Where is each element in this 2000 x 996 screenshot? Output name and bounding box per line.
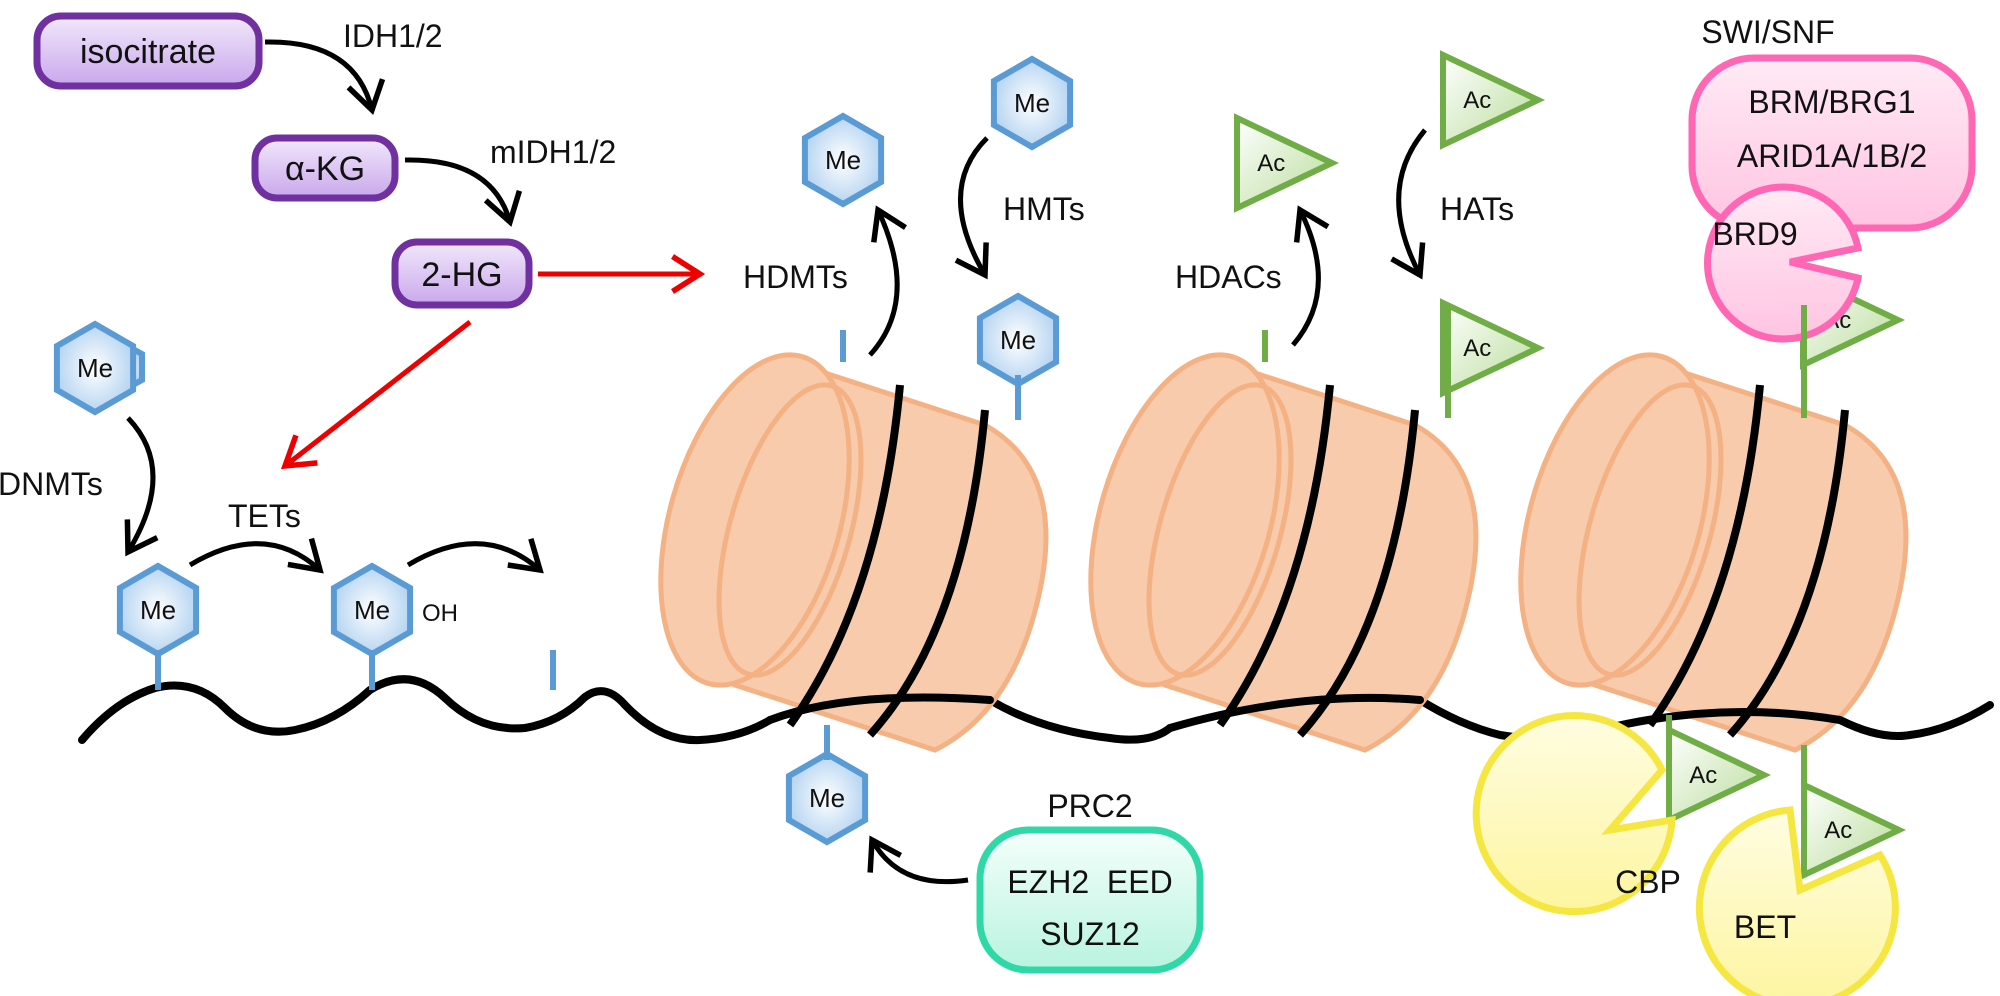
nucleosome-3	[1518, 352, 1909, 753]
methyl-label: Me	[825, 145, 861, 175]
cbp-reader: CBP	[1472, 712, 1681, 916]
dna-strand	[78, 675, 1994, 745]
acetyl-mark-hat-substrate: Ac	[1440, 50, 1546, 150]
2hg-label: 2-HG	[421, 256, 502, 294]
midh-arrow	[404, 157, 523, 227]
methyl-label: Me	[1014, 88, 1050, 118]
isocitrate-label: isocitrate	[80, 33, 216, 71]
nucleosome-1	[658, 352, 1049, 753]
methyl-label: Me	[140, 595, 176, 625]
hydroxyl-label: OH	[422, 600, 458, 627]
prc2-suz12: SUZ12	[1040, 916, 1140, 952]
metabolite-akg: α-KG	[251, 134, 399, 202]
tets-arrow-2	[406, 537, 544, 574]
nucleosome-2	[1088, 352, 1479, 753]
swi-snf-complex: BRM/BRG1 ARID1A/1B/2 BRD9	[1688, 54, 1976, 343]
swi-snf-arid1a: ARID1A/1B/2	[1737, 138, 1927, 174]
hats-arrow	[1390, 128, 1427, 280]
bet-reader: BET	[1695, 806, 1899, 996]
midh-enzyme-label: mIDH1/2	[490, 134, 616, 170]
akg-label: α-KG	[285, 150, 365, 188]
dna-strand-front	[766, 693, 994, 724]
methyl-label: Me	[77, 353, 113, 383]
acetyl-mark-hdac-product: Ac	[1234, 113, 1340, 213]
hmts-label: HMTs	[1003, 191, 1085, 227]
swi-snf-title: SWI/SNF	[1701, 14, 1834, 50]
idh-arrow	[264, 39, 386, 115]
dna-strand-front-2	[1166, 693, 1424, 732]
swi-snf-brm-brg1: BRM/BRG1	[1748, 84, 1915, 120]
acetyl-label: Ac	[1463, 335, 1491, 362]
brd9-pacman	[1703, 183, 1863, 343]
bet-label: BET	[1734, 909, 1796, 945]
metabolite-isocitrate: isocitrate	[33, 12, 263, 90]
brd9-label: BRD9	[1712, 216, 1797, 252]
methyl-label: Me	[1000, 325, 1036, 355]
methyl-mark-dna-2: Me	[330, 562, 414, 658]
dnmts-label: DNMTs	[0, 466, 103, 502]
cbp-label: CBP	[1615, 864, 1681, 900]
hats-label: HATs	[1440, 191, 1514, 227]
methyl-mark-histone: Me	[976, 292, 1060, 388]
hdmts-label: HDMTs	[743, 259, 848, 295]
acetyl-label: Ac	[1824, 817, 1852, 844]
idh-enzyme-label: IDH1/2	[343, 18, 443, 54]
methyl-mark-dna-1: Me	[116, 562, 200, 658]
acetyl-label: Ac	[1689, 762, 1717, 789]
hdacs-label: HDACs	[1175, 259, 1282, 295]
methyl-mark-hdmt-product: Me	[801, 112, 885, 208]
tets-arrow-1	[188, 537, 324, 574]
methyl-mark-prc2: Me	[785, 750, 869, 846]
prc2-complex: EZH2 EED SUZ12	[976, 826, 1204, 974]
prc2-arrow	[867, 835, 969, 885]
dnmts-arrow	[124, 416, 159, 557]
methyl-mark-free: Me	[53, 320, 137, 416]
metabolite-2hg: 2-HG	[391, 238, 533, 309]
hdmts-arrow	[868, 205, 907, 357]
prc2-title: PRC2	[1047, 788, 1132, 824]
methyl-label: Me	[354, 595, 390, 625]
methyl-label: Me	[809, 783, 845, 813]
acetyl-label: Ac	[1257, 150, 1285, 177]
methyl-mark-hmt-substrate: Me	[990, 55, 1074, 151]
hmts-arrow	[954, 136, 989, 280]
dna-strand-front-3	[1596, 708, 1844, 734]
hdacs-arrow	[1291, 205, 1330, 347]
tets-label: TETs	[228, 498, 301, 534]
2hg-to-tets-arrow	[280, 320, 472, 470]
prc2-ezh2-eed: EZH2 EED	[1007, 864, 1172, 900]
acetyl-label: Ac	[1463, 87, 1491, 114]
acetyl-mark-cbp: Ac	[1666, 725, 1772, 825]
acetyl-mark-histone: Ac	[1440, 298, 1546, 398]
